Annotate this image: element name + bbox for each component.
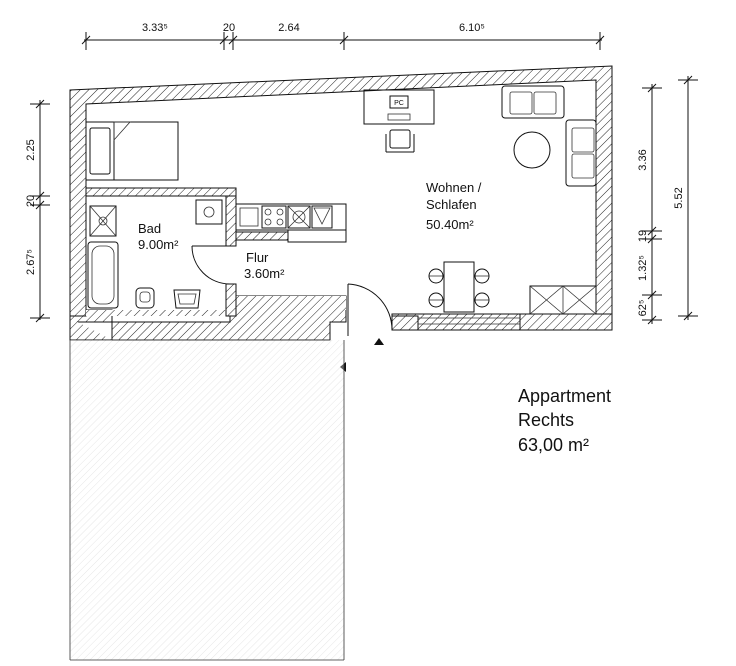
- dimension-top: 3.33⁵ 20 2.64 6.10⁵: [81, 22, 605, 50]
- summary-title: Appartment: [518, 386, 611, 406]
- room-flur-name: Flur: [246, 250, 269, 265]
- bed: [85, 121, 179, 181]
- bath-door: [191, 245, 231, 285]
- room-flur-area: 3.60m²: [244, 266, 285, 281]
- dining-table: [428, 261, 490, 313]
- room-bad-name: Bad: [138, 221, 161, 236]
- pc-label: PC: [394, 100, 404, 107]
- room-labels: Bad 9.00m² Flur 3.60m² Wohnen / Schlafen…: [138, 180, 482, 281]
- interior-walls: [85, 187, 289, 317]
- summary-subtitle: Rechts: [518, 410, 574, 430]
- entrance-door: [340, 283, 393, 372]
- bath-fixtures: [87, 199, 223, 309]
- apartment-summary: Appartment Rechts 63,00 m²: [518, 386, 611, 455]
- dim-left-2: 20: [25, 195, 37, 207]
- room-wohnen-name-1: Wohnen /: [426, 180, 482, 195]
- outer-walls: [69, 65, 613, 341]
- summary-area: 63,00 m²: [518, 435, 589, 455]
- dimension-right: 3.36 19 1.32⁵ 62⁵ 5.52: [637, 75, 698, 325]
- kitchen: [235, 203, 347, 243]
- sofa-right: [565, 119, 597, 187]
- cabinet: [529, 285, 597, 315]
- dim-right-2: 19: [637, 230, 649, 242]
- dim-top-3: 2.64: [278, 22, 299, 34]
- room-bad-area: 9.00m²: [138, 237, 179, 252]
- pc-desk: PC: [363, 89, 435, 153]
- dim-right-4: 62⁵: [637, 300, 649, 317]
- dim-right-3: 1.32⁵: [637, 255, 649, 281]
- room-wohnen-area: 50.40m²: [426, 217, 474, 232]
- dim-right-1: 3.36: [637, 149, 649, 170]
- sofa-top: [501, 85, 565, 119]
- dim-right-total: 5.52: [673, 187, 685, 208]
- terrace: [69, 339, 345, 661]
- round-table: [513, 131, 551, 169]
- dim-left-1: 2.25: [25, 139, 37, 160]
- dim-top-2: 20: [223, 22, 235, 34]
- dim-left-3: 2.67⁵: [25, 249, 37, 275]
- dimension-left: 2.25 20 2.67⁵: [25, 99, 50, 323]
- dim-top-4: 6.10⁵: [459, 22, 485, 34]
- room-wohnen-name-2: Schlafen: [426, 197, 477, 212]
- dim-top-1: 3.33⁵: [142, 22, 168, 34]
